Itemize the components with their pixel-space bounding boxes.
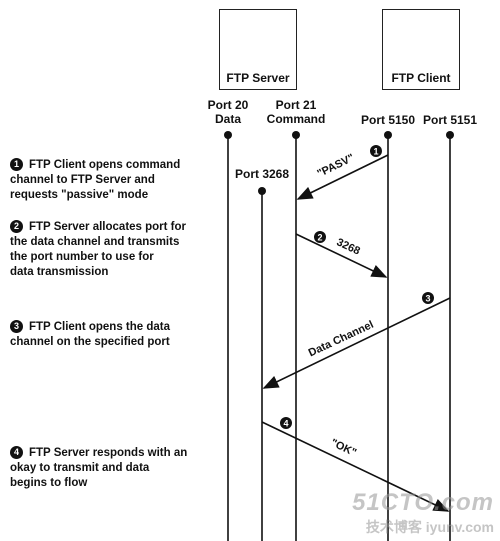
- arrow-4-badge: 4: [280, 417, 292, 429]
- svg-text:3: 3: [425, 294, 430, 304]
- lifeline-dot-port-20: [224, 131, 232, 139]
- step-3-number: 3: [10, 320, 23, 333]
- ftp-server-label: FTP Server: [226, 71, 290, 85]
- ftp-server-node: FTP Server: [219, 9, 297, 90]
- step-3-text: FTP Client opens the data channel on the…: [10, 321, 170, 348]
- port-5150-number: Port 5150: [360, 113, 416, 127]
- arrow-2-badge: 2: [314, 231, 326, 243]
- arrow-3-badge: 3: [422, 292, 434, 304]
- ftp-client-node: FTP Client: [382, 9, 460, 90]
- arrow-pasv: [296, 154, 389, 200]
- port-5151-label: Port 5151: [420, 113, 480, 127]
- port-5151-number: Port 5151: [422, 113, 478, 127]
- port-3268-number: Port 3268: [234, 167, 290, 181]
- svg-text:4: 4: [283, 419, 288, 429]
- lifeline-dot-port-5151: [446, 131, 454, 139]
- port-21-number: Port 21: [275, 98, 317, 112]
- port-20-number: Port 20: [207, 98, 249, 112]
- port-3268-label: Port 3268: [232, 167, 292, 181]
- port-20-role: Data: [214, 112, 241, 126]
- port-5150-label: Port 5150: [358, 113, 418, 127]
- port-21-role: Command: [266, 112, 326, 126]
- watermark: 51CTO.com 技术博客 iyunv.com: [352, 489, 494, 537]
- step-4-number: 4: [10, 446, 23, 459]
- step-2-text: FTP Server allocates port for the data c…: [10, 221, 187, 278]
- lifeline-dot-port-5150: [384, 131, 392, 139]
- lifeline-dot-port-3268: [258, 187, 266, 195]
- arrow-1-badge: 1: [370, 145, 382, 157]
- ftp-client-label: FTP Client: [391, 71, 451, 85]
- watermark-bottom: 技术博客 iyunv.com: [365, 519, 494, 535]
- watermark-top: 51CTO.com: [352, 489, 494, 516]
- step-1-number: 1: [10, 158, 23, 171]
- arrow-3268: [295, 233, 388, 278]
- svg-text:2: 2: [317, 233, 322, 243]
- step-4-text: FTP Server responds with an okay to tran…: [10, 447, 188, 489]
- lifeline-dot-port-21: [292, 131, 300, 139]
- arrow-ok: [261, 421, 450, 512]
- port-21-label: Port 21 Command: [262, 98, 330, 126]
- step-2-number: 2: [10, 220, 23, 233]
- step-1-text: FTP Client opens command channel to FTP …: [10, 159, 181, 201]
- port-20-label: Port 20 Data: [198, 98, 258, 126]
- svg-text:1: 1: [373, 147, 378, 157]
- arrow-data-channel: [262, 297, 451, 389]
